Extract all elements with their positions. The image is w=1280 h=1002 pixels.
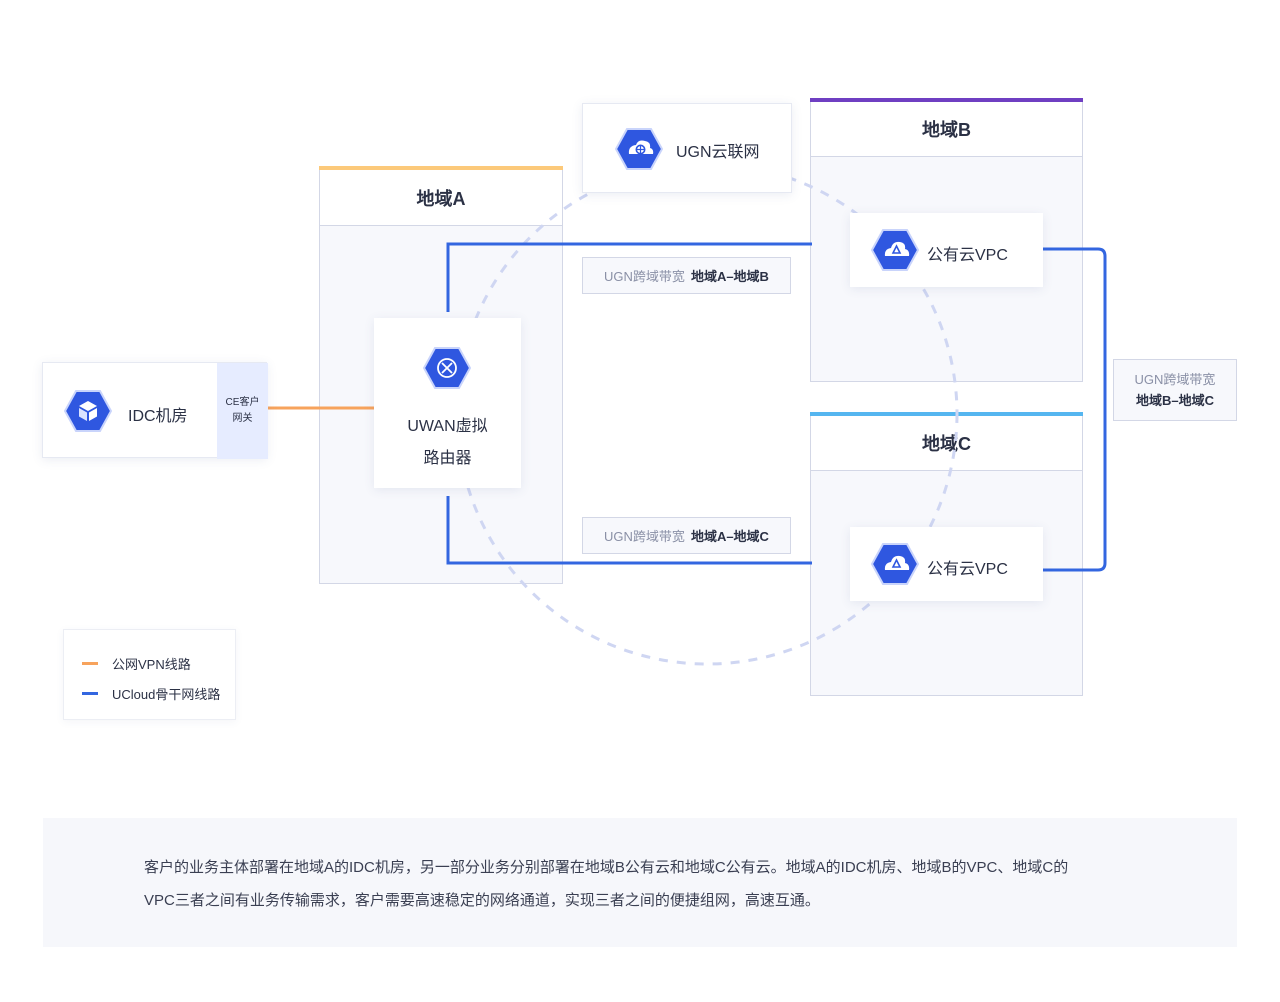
description-panel: 客户的业务主体部署在地域A的IDC机房，另一部分业务分别部署在地域B公有云和地域… (43, 818, 1237, 947)
legend-vpn-swatch (82, 662, 98, 665)
vpc-cloud-icon (871, 229, 919, 271)
region-c-title: 地域C (922, 434, 971, 454)
vpc-b-label: 公有云VPC (927, 247, 1008, 264)
bandwidth-a-b: UGN跨域带宽 地域A–地域B (582, 257, 791, 294)
description-line-2: VPC三者之间有业务传输需求，客户需要高速稳定的网络通道，实现三者之间的便捷组网… (144, 892, 820, 909)
legend-item-backbone: UCloud骨干网线路 (82, 684, 220, 703)
legend-item-vpn: 公网VPN线路 (82, 654, 191, 673)
cube-icon (64, 390, 112, 432)
legend-vpn-label: 公网VPN线路 (112, 657, 191, 672)
uwan-router-label-line2: 路由器 (423, 450, 472, 467)
bandwidth-a-c-prefix: UGN跨域带宽 (604, 529, 685, 544)
region-c-accent (810, 412, 1083, 416)
idc-card[interactable]: IDC机房 CE客户 网关 (42, 362, 268, 459)
cloud-globe-icon (615, 128, 663, 170)
bandwidth-a-c: UGN跨域带宽 地域A–地域C (582, 517, 791, 554)
region-a-header: 地域A (320, 170, 562, 226)
idc-label: IDC机房 (128, 408, 188, 425)
region-b-title: 地域B (922, 120, 971, 140)
region-a-accent (319, 166, 563, 170)
router-x-icon (423, 347, 471, 389)
description-line-1: 客户的业务主体部署在地域A的IDC机房，另一部分业务分别部署在地域B公有云和地域… (144, 859, 1069, 876)
region-c-header: 地域C (811, 416, 1082, 471)
vpc-cloud-icon (871, 543, 919, 585)
bandwidth-a-b-route: 地域A–地域B (690, 269, 769, 284)
region-b-accent (810, 98, 1083, 102)
bandwidth-b-c: UGN跨域带宽 地域B–地域C (1113, 359, 1237, 421)
ugn-label: UGN云联网 (676, 144, 760, 161)
backbone-line-a-c (446, 496, 812, 565)
ce-gateway-label-2: 网关 (232, 413, 253, 424)
bandwidth-b-c-route: 地域B–地域C (1135, 393, 1214, 408)
legend: 公网VPN线路 UCloud骨干网线路 (63, 629, 236, 720)
backbone-line-a-b (446, 242, 812, 312)
vpc-c-label: 公有云VPC (927, 561, 1008, 578)
legend-backbone-label: UCloud骨干网线路 (112, 687, 221, 702)
vpc-c-card[interactable]: 公有云VPC (850, 527, 1043, 601)
bandwidth-a-c-route: 地域A–地域C (690, 529, 769, 544)
uwan-router-card[interactable]: UWAN虚拟 路由器 (374, 318, 521, 488)
ce-gateway[interactable]: CE客户 网关 (217, 363, 268, 459)
backbone-line-b-c (1043, 247, 1107, 572)
ce-gateway-label-1: CE客户 (225, 397, 260, 408)
ugn-card[interactable]: UGN云联网 (582, 103, 792, 193)
region-a-title: 地域A (416, 188, 466, 209)
legend-backbone-swatch (82, 692, 98, 695)
region-a: 地域A (319, 166, 563, 584)
region-b-header: 地域B (811, 102, 1082, 157)
bandwidth-b-c-prefix: UGN跨域带宽 (1134, 372, 1216, 387)
bandwidth-a-b-prefix: UGN跨域带宽 (604, 269, 685, 284)
uwan-router-label-line1: UWAN虚拟 (407, 418, 488, 435)
vpc-b-card[interactable]: 公有云VPC (850, 213, 1043, 287)
